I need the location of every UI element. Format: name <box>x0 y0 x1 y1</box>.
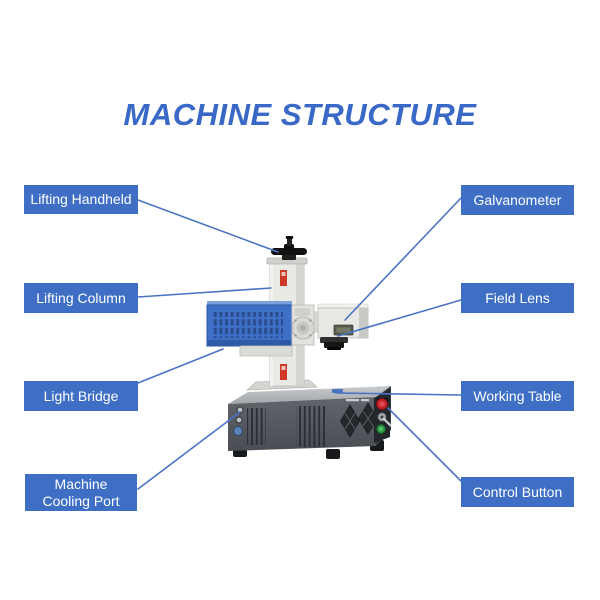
leader-line-lifting-column <box>137 287 272 298</box>
working-table-top <box>228 386 391 404</box>
machine-cooling-ports <box>233 406 244 436</box>
label-lifting-column: Lifting Column <box>24 283 138 313</box>
vent-grille-center <box>296 406 325 447</box>
light-bridge-vents <box>213 312 283 338</box>
warning-sticker <box>280 364 287 380</box>
emergency-stop-button <box>376 398 388 410</box>
diamond-vent <box>340 404 360 438</box>
key-switch <box>377 412 392 427</box>
label-field-lens: Field Lens <box>461 283 574 313</box>
vent-grille-left <box>247 408 266 445</box>
leader-line-lifting-handheld <box>137 199 279 253</box>
machine-foot <box>326 449 340 459</box>
label-galvanometer: Galvanometer <box>461 185 574 215</box>
machine-base-working-table <box>228 386 392 459</box>
power-button-green <box>376 424 386 434</box>
page-title: MACHINE STRUCTURE <box>123 97 477 132</box>
leader-line-control-button <box>387 407 462 482</box>
top-logo-plate <box>332 389 343 393</box>
lifting-handheld-knob <box>271 236 307 260</box>
brand-marks <box>346 399 369 402</box>
label-light-bridge: Light Bridge <box>24 381 138 411</box>
warning-sticker <box>280 270 287 286</box>
leader-line-galvanometer <box>344 197 462 321</box>
galvanometer-head <box>313 303 369 339</box>
label-lifting-handheld: Lifting Handheld <box>24 185 138 214</box>
label-control-button: Control Button <box>461 477 574 507</box>
leader-line-working-table <box>335 392 462 396</box>
light-bridge <box>206 301 293 357</box>
control-buttons <box>374 389 392 443</box>
label-working-table: Working Table <box>461 381 574 411</box>
field-lens <box>320 337 348 350</box>
leader-line-field-lens <box>337 299 462 337</box>
label-machine-cooling-port: Machine Cooling Port <box>25 474 137 511</box>
leader-line-light-bridge <box>132 348 224 386</box>
column-flange <box>291 304 315 346</box>
leader-line-machine-cooling-port <box>137 411 241 490</box>
